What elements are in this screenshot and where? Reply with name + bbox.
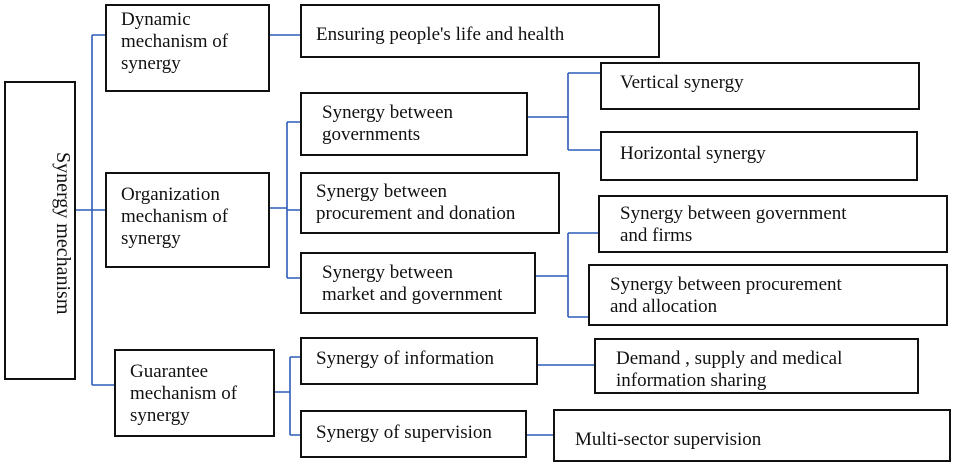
sub-supervision: Synergy of supervision <box>300 410 527 458</box>
connector-governments-to-leaves <box>528 72 600 151</box>
connector-organization-to-subs <box>270 121 300 279</box>
sub-information: Synergy of information <box>300 337 538 385</box>
mechanism-organization: Organization mechanism of synergy <box>105 172 270 268</box>
root-label: Synergy mechanism <box>52 152 74 315</box>
connector-guarantee-to-subs <box>275 356 300 436</box>
root-box: Synergy mechanism <box>4 81 76 380</box>
sub-governments: Synergy between governments <box>300 92 528 156</box>
leaf-multi-sector: Multi-sector supervision <box>553 409 951 462</box>
leaf-horizontal: Horizontal synergy <box>600 131 918 181</box>
connector-root-to-mechanisms <box>76 34 114 386</box>
leaf-procurement-allocation: Synergy between procurement and allocati… <box>588 264 948 326</box>
sub-market-government: Synergy between market and government <box>300 252 536 314</box>
mechanism-guarantee: Guarantee mechanism of synergy <box>114 349 275 437</box>
leaf-gov-firms: Synergy between government and firms <box>598 195 948 253</box>
leaf-vertical: Vertical synergy <box>600 62 920 110</box>
leaf-demand-supply: Demand , supply and medical information … <box>594 338 919 394</box>
connector-market-to-leaves <box>536 232 598 318</box>
sub-ensuring: Ensuring people's life and health <box>300 4 660 58</box>
sub-procurement-donation: Synergy between procurement and donation <box>300 172 560 234</box>
mechanism-dynamic: Dynamic mechanism of synergy <box>105 4 270 92</box>
